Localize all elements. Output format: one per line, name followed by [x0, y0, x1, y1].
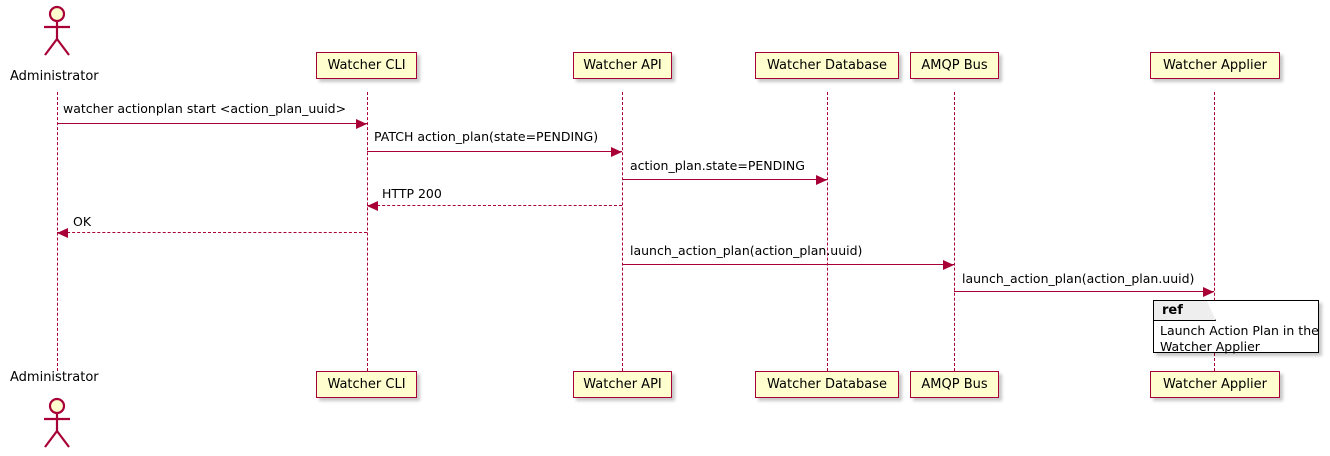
participant-label: Watcher Applier — [1163, 58, 1267, 73]
message-line-msg-2 — [367, 151, 622, 152]
message-line-msg-6 — [622, 264, 954, 265]
arrowhead-msg-6 — [943, 259, 954, 270]
message-line-msg-1 — [57, 123, 367, 124]
lifeline-watcher-cli — [367, 92, 368, 371]
message-label-msg-2: PATCH action_plan(state=PENDING) — [374, 129, 599, 144]
message-line-msg-3 — [622, 179, 827, 180]
participant-watcher-cli-top[interactable]: Watcher CLI — [316, 52, 417, 79]
participant-watcher-api-top[interactable]: Watcher API — [573, 52, 672, 79]
lifeline-watcher-applier — [1214, 92, 1215, 371]
actor-icon — [44, 5, 70, 56]
participant-watcher-api-bottom[interactable]: Watcher API — [573, 371, 672, 398]
actor-label-administrator-bottom: Administrator — [10, 370, 99, 385]
participant-watcher-applier-bottom[interactable]: Watcher Applier — [1150, 371, 1280, 398]
lifeline-watcher-database — [827, 92, 828, 371]
participant-label: Watcher Database — [767, 377, 887, 392]
ref-body-text: Launch Action Plan in the Watcher Applie… — [1160, 323, 1319, 354]
message-label-msg-1: watcher actionplan start <action_plan_uu… — [63, 101, 347, 116]
participant-label: Watcher CLI — [327, 377, 406, 392]
arrowhead-msg-5 — [57, 227, 68, 238]
actor-figure-administrator-bottom — [35, 395, 79, 451]
participant-watcher-cli-bottom[interactable]: Watcher CLI — [316, 371, 417, 398]
participant-watcher-applier-top[interactable]: Watcher Applier — [1150, 52, 1280, 79]
arrowhead-msg-7 — [1203, 286, 1214, 297]
participant-amqp-bus-top[interactable]: AMQP Bus — [910, 52, 999, 79]
participant-label: Watcher API — [583, 377, 662, 392]
arrowhead-msg-1 — [356, 118, 367, 129]
message-line-msg-5 — [57, 232, 367, 233]
participant-watcher-database-top[interactable]: Watcher Database — [755, 52, 899, 79]
ref-keyword-tab: ref — [1154, 301, 1216, 321]
message-label-msg-6: launch_action_plan(action_plan.uuid) — [630, 243, 863, 258]
arrowhead-msg-3 — [816, 174, 827, 185]
actor-icon — [44, 397, 70, 448]
message-line-msg-4 — [367, 205, 622, 206]
lifeline-watcher-api — [622, 92, 623, 371]
actor-label-administrator-top: Administrator — [10, 69, 99, 84]
participant-label: AMQP Bus — [921, 377, 988, 392]
arrowhead-msg-4 — [367, 200, 378, 211]
message-line-msg-7 — [954, 291, 1214, 292]
message-label-msg-4: HTTP 200 — [382, 186, 442, 201]
actor-figure-administrator-top — [35, 3, 79, 59]
participant-label: Watcher API — [583, 58, 662, 73]
lifeline-amqp-bus — [954, 92, 955, 371]
participant-label: AMQP Bus — [921, 58, 988, 73]
participant-watcher-database-bottom[interactable]: Watcher Database — [755, 371, 899, 398]
participant-label: Watcher Applier — [1163, 377, 1267, 392]
message-label-msg-7: launch_action_plan(action_plan.uuid) — [962, 271, 1195, 286]
participant-label: Watcher CLI — [327, 58, 406, 73]
arrowhead-msg-2 — [611, 146, 622, 157]
participant-label: Watcher Database — [767, 58, 887, 73]
participant-amqp-bus-bottom[interactable]: AMQP Bus — [910, 371, 999, 398]
message-label-msg-5: OK — [73, 214, 92, 229]
message-label-msg-3: action_plan.state=PENDING — [630, 158, 805, 173]
